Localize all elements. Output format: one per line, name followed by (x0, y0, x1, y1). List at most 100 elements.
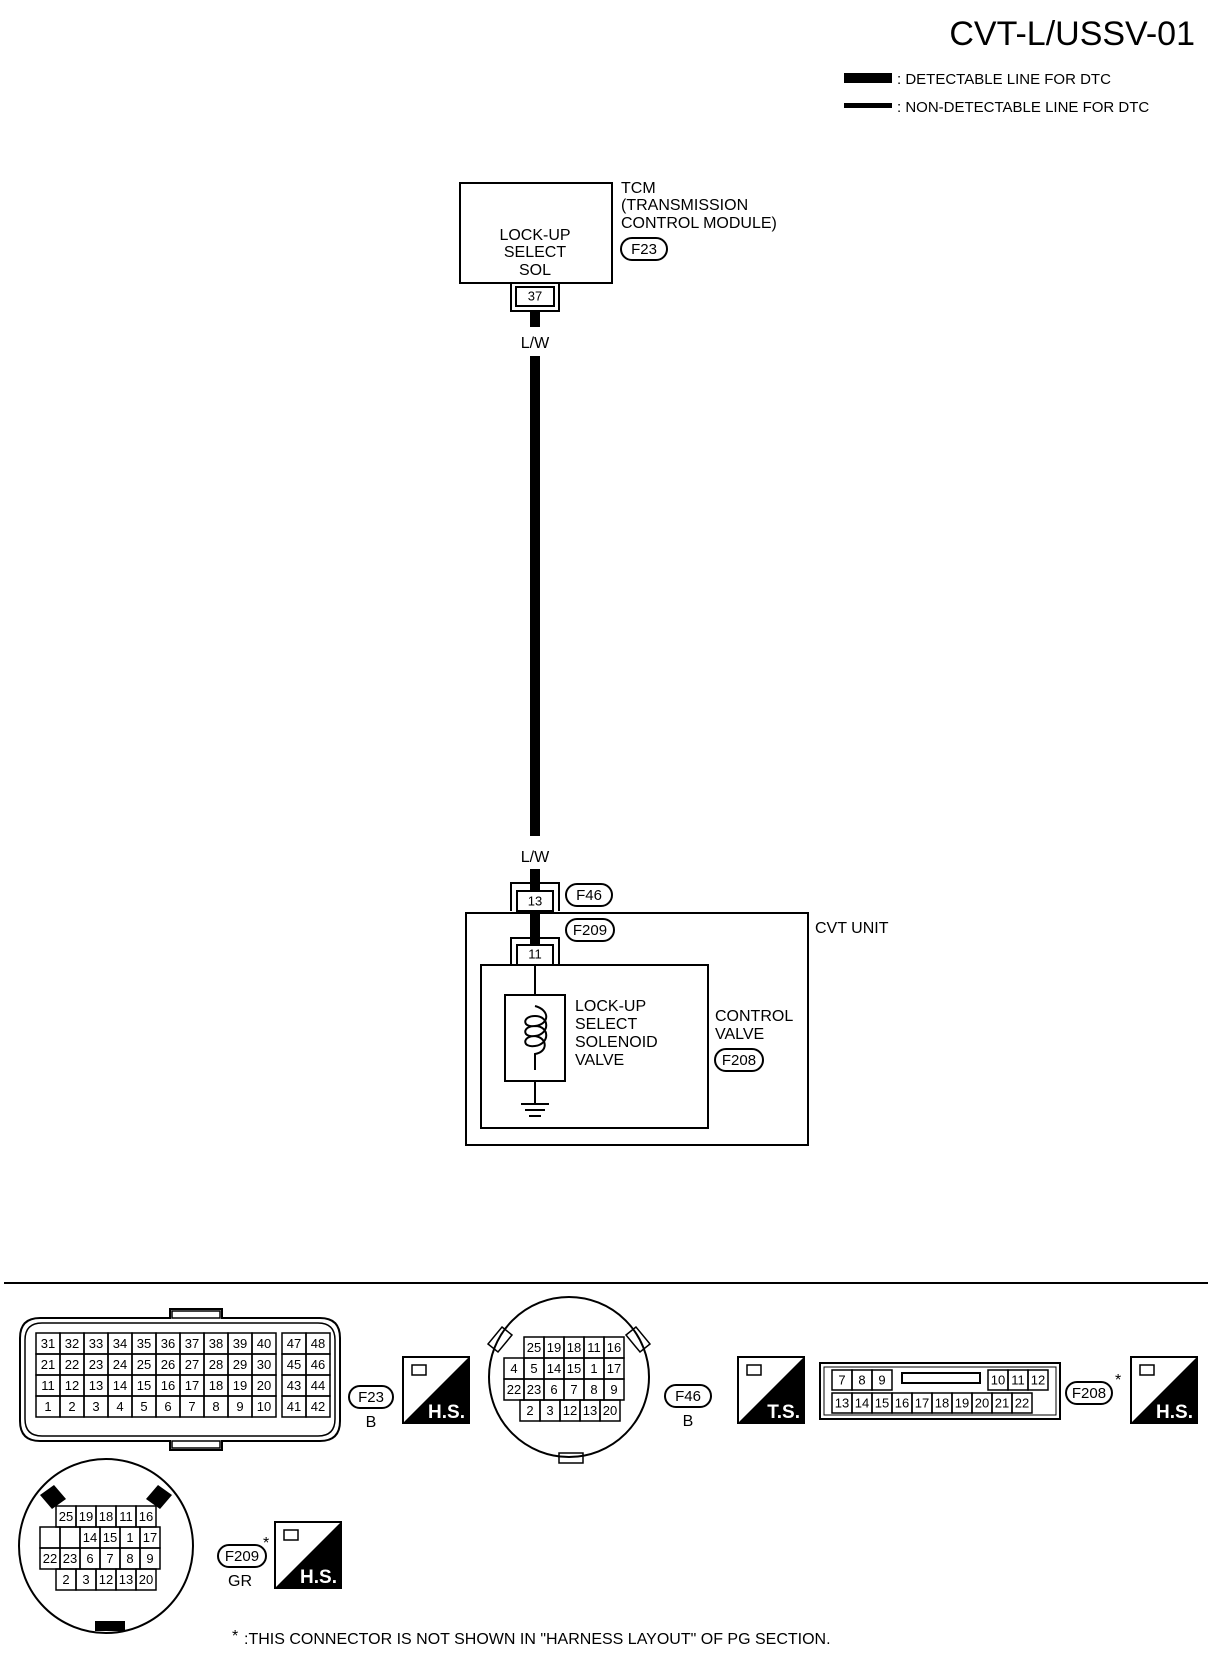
f209-terminal-bracket (510, 937, 560, 964)
f208-pin: 14 (855, 1395, 869, 1410)
f209-pin: 19 (79, 1509, 93, 1524)
f46-pin: 7 (570, 1382, 577, 1397)
f209-pin: 8 (126, 1551, 133, 1566)
f46-pin: 19 (547, 1340, 561, 1355)
connector-pictogram-icon (283, 1529, 299, 1541)
f209-face-star: * (263, 1535, 269, 1552)
f46-terminal-box (516, 890, 554, 912)
control-valve-label-2: VALVE (715, 1026, 764, 1043)
f23-pin: 20 (257, 1378, 271, 1393)
f209-pin-cell (59, 1526, 81, 1549)
f23-pin: 42 (311, 1399, 325, 1414)
f46-pin: 5 (530, 1361, 537, 1376)
f209-face-tag (217, 1544, 267, 1568)
f23-pin: 8 (212, 1399, 219, 1414)
f23-pin: 29 (233, 1357, 247, 1372)
f209-hs-badge: H.S. (274, 1521, 342, 1589)
legend-detectable-label: : DETECTABLE LINE FOR DTC (897, 71, 1111, 88)
f208-face-tag (1065, 1381, 1113, 1405)
solenoid-label-1: LOCK-UP (575, 998, 646, 1015)
f23-pin: 39 (233, 1336, 247, 1351)
f208-connector-id: F208 (722, 1052, 756, 1069)
f208-pin-cell (1027, 1369, 1049, 1391)
f23-pin-cell (305, 1395, 331, 1418)
f209-connector-tag (565, 918, 615, 942)
f46-pin: 11 (587, 1340, 601, 1355)
f208-pin: 8 (858, 1372, 865, 1387)
f209-pin: 9 (146, 1551, 153, 1566)
f209-pin: 16 (139, 1509, 153, 1524)
f208-pin: 13 (835, 1395, 849, 1410)
f23-pin: 36 (161, 1336, 175, 1351)
f23-pin: 47 (287, 1336, 301, 1351)
f46-pin: 2 (526, 1403, 533, 1418)
f23-pin: 45 (287, 1357, 301, 1372)
f46-pin: 13 (583, 1403, 597, 1418)
f46-face-color: B (683, 1413, 694, 1430)
f23-pin: 11 (41, 1378, 55, 1393)
f23-pin: 21 (41, 1357, 55, 1372)
f209-pin: 7 (106, 1551, 113, 1566)
f23-pin: 15 (137, 1378, 151, 1393)
f46-pin: 18 (567, 1340, 581, 1355)
wire-main (530, 356, 540, 836)
tcm-connector-id: F23 (631, 241, 657, 258)
f46-pin: 1 (590, 1361, 597, 1376)
f23-pin: 26 (161, 1357, 175, 1372)
footnote-star: * (232, 1628, 238, 1645)
ground-icon (521, 1103, 549, 1117)
f23-pin: 14 (113, 1378, 127, 1393)
connector-pictogram-icon (746, 1364, 762, 1376)
f23-pin: 24 (113, 1357, 127, 1372)
tcm-box (459, 182, 613, 284)
wire-segment-bottom (530, 869, 540, 960)
f209-pin: 23 (63, 1551, 77, 1566)
tcm-box-line-1: LOCK-UP (499, 227, 570, 244)
f23-pin: 7 (188, 1399, 195, 1414)
f209-pin: 11 (119, 1509, 133, 1524)
f23-pin: 10 (257, 1399, 271, 1414)
legend-nondetectable-label: : NON-DETECTABLE LINE FOR DTC (897, 99, 1149, 116)
f23-pin: 12 (65, 1378, 79, 1393)
tcm-box-line-3: SOL (519, 262, 551, 279)
tcm-name-line-3: CONTROL MODULE) (621, 215, 777, 232)
f23-pin: 1 (44, 1399, 51, 1414)
f23-pin: 22 (65, 1357, 79, 1372)
f23-pin: 46 (311, 1357, 325, 1372)
f46-pin: 12 (563, 1403, 577, 1418)
f23-pin: 19 (233, 1378, 247, 1393)
f23-pin: 2 (68, 1399, 75, 1414)
connector-pictogram-icon (1139, 1364, 1155, 1376)
wire-segment-top (530, 311, 540, 327)
f23-face-color: B (366, 1414, 377, 1431)
f46-pin-cell (599, 1399, 621, 1422)
solenoid-label-3: SOLENOID (575, 1034, 658, 1051)
f23-pin: 34 (113, 1336, 127, 1351)
f46-ts-badge: T.S. (737, 1356, 805, 1424)
control-valve-box (480, 964, 709, 1129)
tcm-box-line-2: SELECT (504, 244, 566, 261)
tcm-name-line-2: (TRANSMISSION (621, 197, 748, 214)
footnote-text: :THIS CONNECTOR IS NOT SHOWN IN "HARNESS… (244, 1631, 831, 1648)
f46-pin: 23 (527, 1382, 541, 1397)
f208-pin: 16 (895, 1395, 909, 1410)
f46-connector-tag (565, 883, 613, 907)
f46-terminal-number: 13 (528, 893, 542, 908)
f46-terminal-bracket (510, 882, 560, 911)
tcm-name-line-1: TCM (621, 180, 656, 197)
control-valve-label-1: CONTROL (715, 1008, 793, 1025)
f209-pin: 18 (99, 1509, 113, 1524)
f209-face-color: GR (228, 1573, 252, 1590)
f23-pin: 23 (89, 1357, 103, 1372)
cvt-unit-box (465, 912, 809, 1146)
f23-pin: 4 (116, 1399, 123, 1414)
connector-pictogram-icon (411, 1364, 427, 1376)
f209-pin-cell (135, 1568, 157, 1591)
f23-pin: 17 (185, 1378, 199, 1393)
f23-pin: 30 (257, 1357, 271, 1372)
f23-hs-badge: H.S. (402, 1356, 470, 1424)
f46-pin: 16 (607, 1340, 621, 1355)
